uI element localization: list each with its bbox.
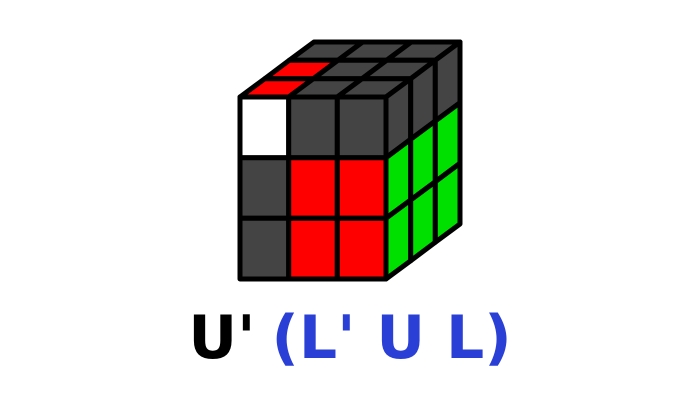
algorithm-notation: U'(L' U L) xyxy=(0,298,700,378)
front-sticker-0-1 xyxy=(286,94,340,161)
front-sticker-1-1 xyxy=(286,155,340,221)
cube-illustration xyxy=(237,39,463,282)
front-sticker-2-1 xyxy=(286,215,340,282)
setup-move: U' xyxy=(188,303,256,373)
rubiks-cube-diagram xyxy=(237,39,463,282)
front-sticker-0-2 xyxy=(334,94,389,161)
right-sticker-2-2 xyxy=(432,160,463,245)
front-sticker-1-0 xyxy=(237,155,292,221)
algorithm-moves: (L' U L) xyxy=(271,303,512,373)
front-sticker-2-2 xyxy=(334,215,389,282)
front-sticker-2-0 xyxy=(237,215,292,282)
front-sticker-0-0 xyxy=(237,94,292,161)
front-sticker-1-2 xyxy=(334,155,389,221)
